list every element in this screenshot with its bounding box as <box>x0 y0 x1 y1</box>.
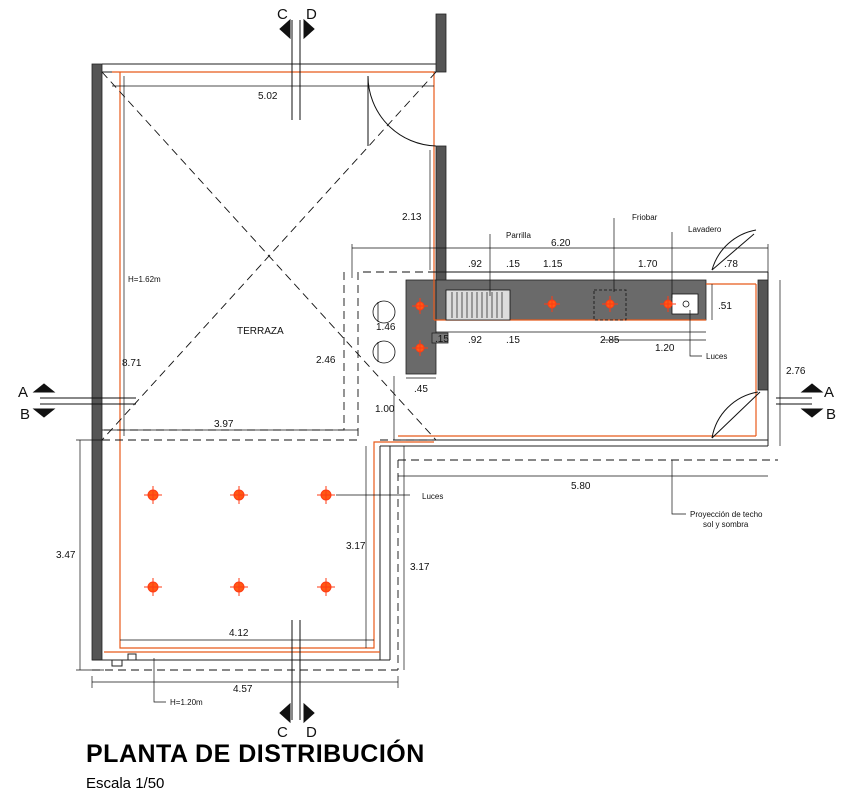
light-icon <box>660 296 676 312</box>
dim-kitchen-total: 6.20 <box>551 238 571 249</box>
section-a-right: A <box>824 384 834 401</box>
left-wall <box>91 63 103 661</box>
dim-k-j: 1.20 <box>655 343 675 354</box>
dim-lower-inner-height: 3.17 <box>346 541 366 552</box>
light-icon <box>144 578 162 596</box>
dim-left-height: 8.71 <box>122 358 142 369</box>
dim-k-f: .51 <box>718 301 732 312</box>
lights <box>144 296 676 596</box>
arrow-up-icon <box>800 383 824 393</box>
grill <box>445 289 511 321</box>
minibar <box>593 289 627 321</box>
walls <box>91 13 769 661</box>
dim-k-d: 1.70 <box>638 259 658 270</box>
island-counter <box>405 279 437 375</box>
stool-icon <box>372 300 396 324</box>
room-label-terrace: TERRAZA <box>237 326 284 337</box>
dim-mid-width: 3.97 <box>214 419 234 430</box>
dim-right-height: 2.76 <box>786 366 806 377</box>
dim-lower-outer-height: 3.17 <box>410 562 430 573</box>
arrow-left-icon <box>279 18 291 40</box>
light-icon <box>412 298 428 314</box>
orange-outline <box>104 71 757 653</box>
arrow-down-icon <box>32 408 56 418</box>
arrow-right-icon <box>303 702 315 724</box>
doors <box>367 75 761 439</box>
dim-lower-left-height: 3.47 <box>56 550 76 561</box>
section-d-bottom: D <box>306 724 317 741</box>
arrow-left-icon <box>279 702 291 724</box>
dim-k-c: 1.15 <box>543 259 563 270</box>
light-icon <box>230 578 248 596</box>
dim-door-height: 2.13 <box>402 212 422 223</box>
section-c-top: C <box>277 6 288 23</box>
arrow-up-icon <box>32 383 56 393</box>
dim-k-g: .92 <box>468 335 482 346</box>
note-height-top: H=1.62m <box>128 275 161 284</box>
light-icon <box>230 486 248 504</box>
dim-lower-outer-width: 4.57 <box>233 684 253 695</box>
scale-label: Escala 1/50 <box>86 775 165 792</box>
dim-lower-inner-width: 4.12 <box>229 628 249 639</box>
dim-step: 1.00 <box>375 404 395 415</box>
stool-icon <box>372 340 396 364</box>
section-c-bottom: C <box>277 724 288 741</box>
note-lights-kitchen: Luces <box>706 352 727 361</box>
light-icon <box>602 296 618 312</box>
dim-stool-1: 1.46 <box>376 322 396 333</box>
dim-stool-3: .45 <box>414 384 428 395</box>
light-icon <box>412 340 428 356</box>
note-grill: Parrilla <box>506 231 531 240</box>
dim-k-b: .15 <box>506 259 520 270</box>
dim-diag: 2.46 <box>316 355 336 366</box>
section-markers <box>32 18 824 724</box>
note-height-bottom: H=1.20m <box>170 698 203 707</box>
kitchen-fixtures <box>372 289 699 364</box>
light-icon <box>317 486 335 504</box>
dim-bottom-right-width: 5.80 <box>571 481 591 492</box>
section-b-right: B <box>826 406 836 423</box>
section-b-left: B <box>20 406 30 423</box>
dimension-lines <box>76 76 781 703</box>
dim-stool-2: .15 <box>435 334 449 345</box>
dim-k-a: .92 <box>468 259 482 270</box>
dim-top-width: 5.02 <box>258 91 278 102</box>
arrow-down-icon <box>800 408 824 418</box>
note-roof-projection-1: Proyección de techo <box>690 510 763 519</box>
dim-k-i: 2.85 <box>600 335 620 346</box>
section-d-top: D <box>306 6 317 23</box>
light-icon <box>317 578 335 596</box>
note-lights-terrace: Luces <box>422 492 443 501</box>
section-a-left: A <box>18 384 28 401</box>
right-wall <box>757 279 769 391</box>
light-icon <box>144 486 162 504</box>
dim-k-h: .15 <box>506 335 520 346</box>
note-roof-projection-2: sol y sombra <box>703 520 749 529</box>
dim-k-e: .78 <box>724 259 738 270</box>
small-block <box>431 332 449 344</box>
note-minibar: Friobar <box>632 213 658 222</box>
note-sink: Lavadero <box>688 225 722 234</box>
top-right-wall <box>435 13 447 73</box>
arrow-right-icon <box>303 18 315 40</box>
light-icon <box>544 296 560 312</box>
page-title: PLANTA DE DISTRIBUCIÓN <box>86 740 425 768</box>
